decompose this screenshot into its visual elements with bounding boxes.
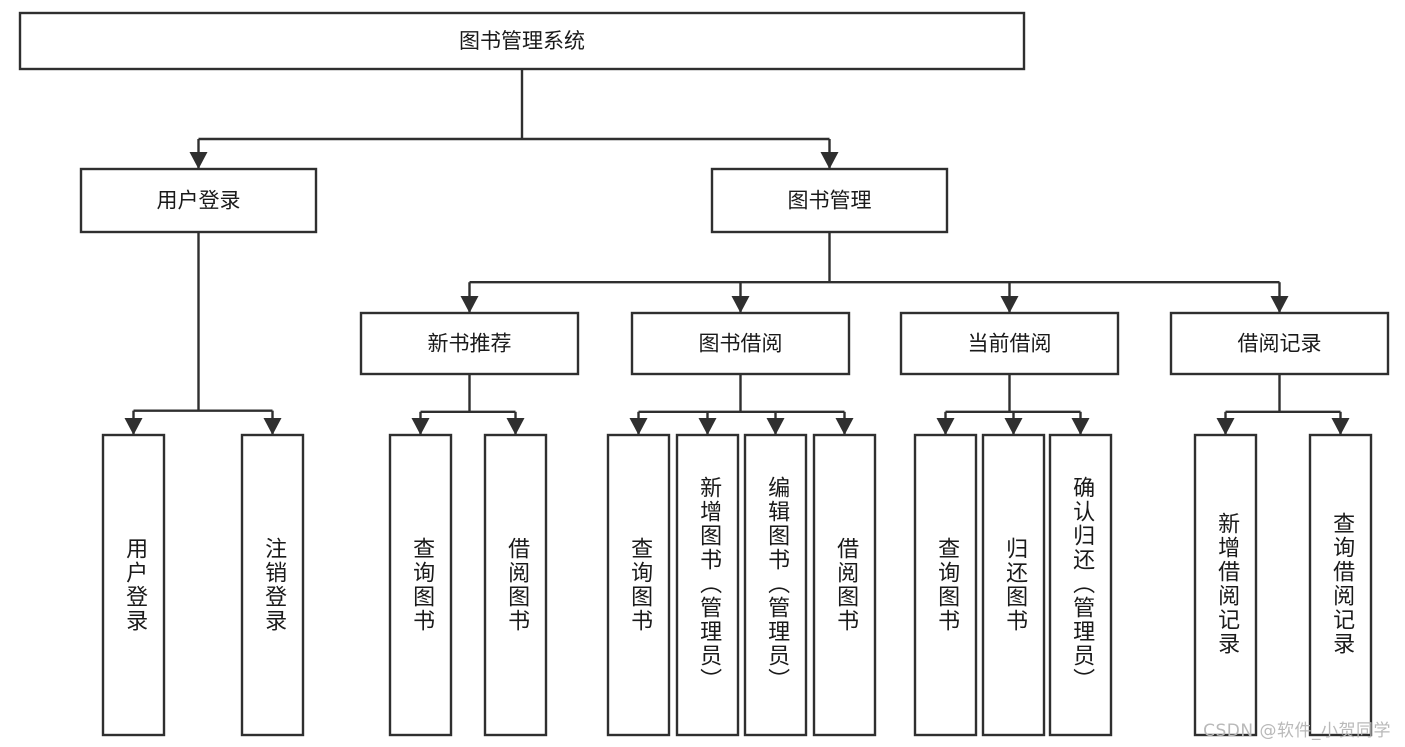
- arrow-head: [936, 418, 955, 435]
- node-box-new-book-recommend[interactable]: [359, 311, 580, 376]
- node-box-leaf-add-borrow-record[interactable]: [1193, 433, 1258, 737]
- arrow-head: [411, 418, 430, 435]
- arrow-head: [460, 296, 479, 313]
- node-box-leaf-return-book[interactable]: [981, 433, 1046, 737]
- node-label-current-borrow: 当前借阅: [968, 332, 1052, 356]
- arrow-head: [1004, 418, 1023, 435]
- node-box-root[interactable]: [18, 11, 1026, 71]
- node-box-leaf-query-book-current[interactable]: [913, 433, 978, 737]
- arrow-head: [189, 152, 208, 169]
- node-box-leaf-user-logout[interactable]: [240, 433, 305, 737]
- arrow-head: [835, 418, 854, 435]
- arrow-head: [1071, 418, 1090, 435]
- node-box-leaf-edit-book-admin[interactable]: [743, 433, 808, 737]
- arrow-head: [263, 418, 282, 435]
- node-label-book-management: 图书管理: [788, 189, 872, 213]
- arrow-head: [766, 418, 785, 435]
- arrow-head: [1270, 296, 1289, 313]
- box-layer: [18, 11, 1390, 737]
- node-box-borrow-record[interactable]: [1169, 311, 1390, 376]
- arrow-head: [820, 152, 839, 169]
- node-box-leaf-borrow-book[interactable]: [812, 433, 877, 737]
- node-box-book-management[interactable]: [710, 167, 949, 234]
- node-box-leaf-confirm-return-admin[interactable]: [1048, 433, 1113, 737]
- arrow-head: [124, 418, 143, 435]
- node-box-leaf-query-borrow-record[interactable]: [1308, 433, 1373, 737]
- connector-layer: [124, 69, 1350, 435]
- node-box-leaf-add-book-admin[interactable]: [675, 433, 740, 737]
- node-box-current-borrow[interactable]: [899, 311, 1120, 376]
- arrow-head: [506, 418, 525, 435]
- node-box-leaf-query-book-borrow[interactable]: [606, 433, 671, 737]
- node-box-user-login[interactable]: [79, 167, 318, 234]
- node-box-leaf-user-login[interactable]: [101, 433, 166, 737]
- node-label-book-borrow: 图书借阅: [699, 332, 783, 356]
- arrow-head: [1000, 296, 1019, 313]
- node-label-root: 图书管理系统: [459, 29, 585, 53]
- node-label-new-book-recommend: 新书推荐: [428, 332, 512, 356]
- csdn-watermark: CSDN @软件_小贺同学: [1203, 721, 1391, 741]
- node-label-borrow-record: 借阅记录: [1238, 332, 1322, 356]
- node-box-leaf-borrow-book-recommend[interactable]: [483, 433, 548, 737]
- node-box-book-borrow[interactable]: [630, 311, 851, 376]
- node-box-leaf-query-book-recommend[interactable]: [388, 433, 453, 737]
- node-label-user-login: 用户登录: [157, 189, 241, 213]
- arrow-head: [629, 418, 648, 435]
- arrow-head: [698, 418, 717, 435]
- arrow-head: [1331, 418, 1350, 435]
- arrow-head: [731, 296, 750, 313]
- arrow-head: [1216, 418, 1235, 435]
